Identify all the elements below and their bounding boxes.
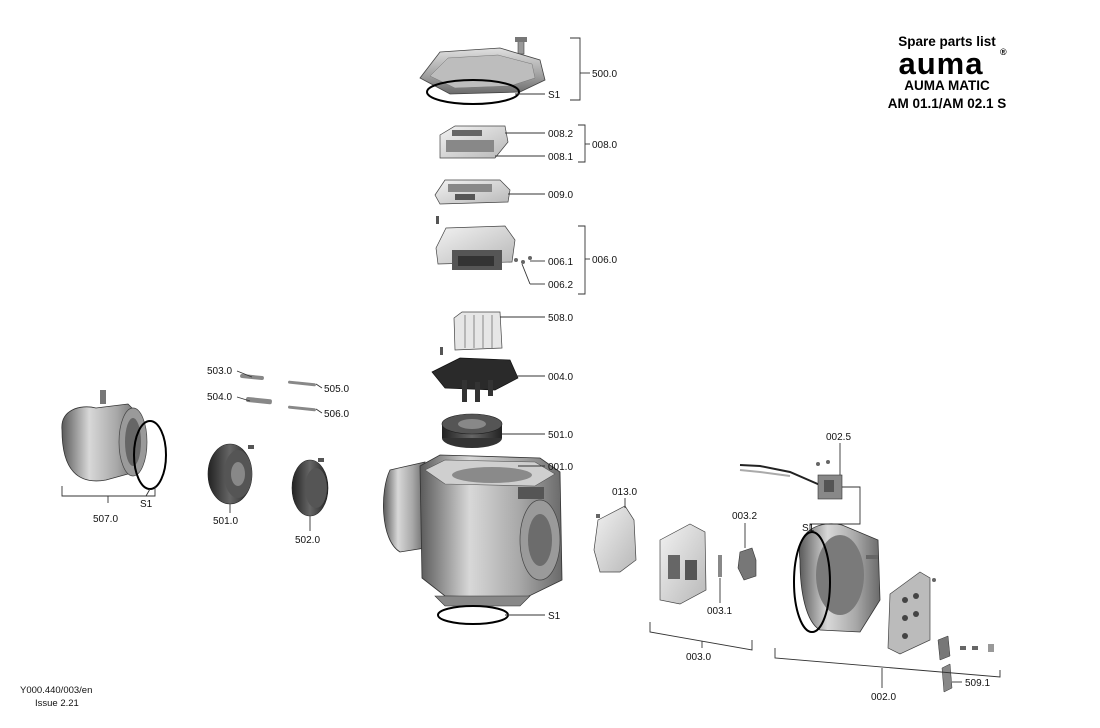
part-507-housing xyxy=(61,390,167,490)
label-s1-top: S1 xyxy=(548,90,561,101)
part-502-plug xyxy=(291,458,329,517)
label-008-1: 008.1 xyxy=(548,152,573,163)
part-labels: 500.0 S1 008.2 008.0 008.1 009.0 006.1 0… xyxy=(93,69,990,703)
part-screws xyxy=(240,373,316,412)
label-s1-right: S1 xyxy=(802,523,815,534)
document-issue: Issue 2.21 xyxy=(35,698,79,709)
label-502-0: 502.0 xyxy=(295,535,320,546)
part-009-board xyxy=(434,179,511,205)
label-506-0: 506.0 xyxy=(324,409,349,420)
label-008-0: 008.0 xyxy=(592,140,617,151)
part-008-boards xyxy=(439,125,509,159)
label-013-0: 013.0 xyxy=(612,487,637,498)
label-509-1: 509.1 xyxy=(965,678,990,689)
label-002-0: 002.0 xyxy=(871,692,896,703)
part-013-cover xyxy=(593,505,637,573)
label-500-0: 500.0 xyxy=(592,69,617,80)
registered-mark: ® xyxy=(1000,47,1007,57)
part-001-housing xyxy=(383,454,563,625)
part-006-assembly xyxy=(435,216,532,270)
label-505-0: 505.0 xyxy=(324,384,349,395)
label-003-0: 003.0 xyxy=(686,652,711,663)
part-003-board xyxy=(659,523,757,605)
title-block: Spare parts list auma ® AUMA MATIC AM 01… xyxy=(888,34,1007,111)
label-006-0: 006.0 xyxy=(592,255,617,266)
part-501-plug-mid xyxy=(441,413,503,448)
label-003-2: 003.2 xyxy=(732,511,757,522)
part-004-plate xyxy=(431,357,519,402)
label-508-0: 508.0 xyxy=(548,313,573,324)
part-002-housing xyxy=(739,460,994,693)
leader-lines xyxy=(61,37,1001,688)
document-id: Y000.440/003/en xyxy=(20,685,93,696)
label-003-1: 003.1 xyxy=(707,606,732,617)
list-title: Spare parts list xyxy=(898,34,996,49)
label-501-0-mid: 501.0 xyxy=(548,430,573,441)
label-008-2: 008.2 xyxy=(548,129,573,140)
label-507-0: 507.0 xyxy=(93,514,118,525)
label-501-0-left: 501.0 xyxy=(213,516,238,527)
product-name: AUMA MATIC xyxy=(904,78,990,93)
label-009-0: 009.0 xyxy=(548,190,573,201)
label-006-2: 006.2 xyxy=(548,280,573,291)
label-503-0: 503.0 xyxy=(207,366,232,377)
label-s1-bottom: S1 xyxy=(548,611,561,622)
part-501-plug-left xyxy=(207,443,254,505)
part-500-cover xyxy=(419,37,546,105)
auma-logo: auma xyxy=(899,46,984,81)
label-006-1: 006.1 xyxy=(548,257,573,268)
label-001-0: 001.0 xyxy=(548,462,573,473)
label-504-0: 504.0 xyxy=(207,392,232,403)
product-model: AM 01.1/AM 02.1 S xyxy=(888,96,1007,111)
label-002-5: 002.5 xyxy=(826,432,851,443)
part-508-terminal xyxy=(440,311,503,355)
document-footer: Y000.440/003/en Issue 2.21 xyxy=(20,684,92,710)
label-004-0: 004.0 xyxy=(548,372,573,383)
label-s1-left: S1 xyxy=(140,499,153,510)
